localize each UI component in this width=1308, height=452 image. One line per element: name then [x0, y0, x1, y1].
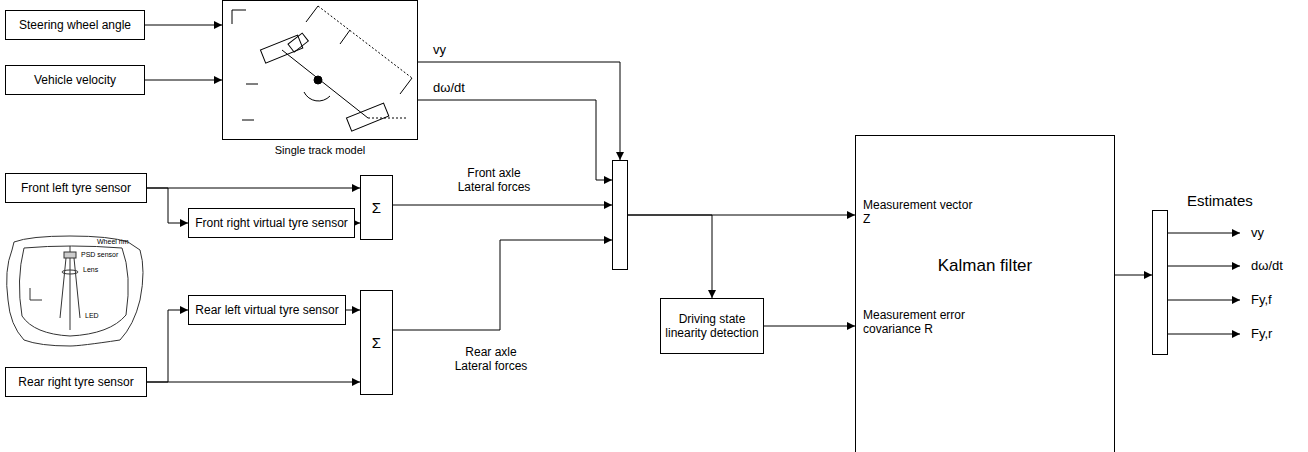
sum-block: Σ — [360, 290, 393, 395]
estimate-arrows — [1168, 233, 1240, 334]
virtual-sensor-box: Front right virtual tyre sensor — [188, 208, 355, 238]
part-name: Wheel rim — [96, 238, 130, 246]
edge-label: dω/dt — [432, 80, 466, 96]
signal-arrow — [764, 326, 855, 327]
node-text: Steering wheel angle — [19, 18, 131, 32]
signal-arrow — [628, 215, 712, 298]
part-name: PSD sensor — [80, 251, 119, 259]
signal-arrow — [346, 310, 360, 311]
detection-box: Driving state linearity detection — [660, 298, 764, 354]
signal-arrow — [145, 25, 222, 26]
signal-arrow — [147, 188, 360, 189]
signal-arrow — [147, 382, 360, 383]
model-box: Single track model — [222, 0, 418, 140]
node-text: Front left tyre sensor — [21, 181, 131, 195]
mux-bar — [612, 160, 628, 270]
sensor-box: Front left tyre sensor — [5, 173, 147, 203]
signal-arrow — [147, 310, 188, 382]
node-text: Vehicle velocity — [34, 73, 116, 87]
node-text: Front right virtual tyre sensor — [195, 216, 348, 230]
edge-label: Front axle Lateral forces — [448, 166, 540, 195]
node-text: Σ — [372, 334, 381, 352]
node-text: Driving state linearity detection — [665, 312, 759, 341]
signal-arrow — [1115, 275, 1152, 276]
signal-arrow — [147, 188, 188, 223]
node-text: Rear left virtual tyre sensor — [195, 303, 338, 317]
signal-name: Estimates — [1186, 192, 1254, 210]
edge-label: Rear axle Lateral forces — [445, 345, 537, 374]
signal-arrow — [393, 205, 612, 206]
part-name: LED — [84, 312, 100, 320]
single-track-sketch — [232, 6, 412, 131]
signal-arrow — [145, 80, 222, 81]
tyre-sensor-sketch — [7, 236, 143, 346]
signal-name: vy — [1250, 225, 1265, 241]
input-box: Steering wheel angle — [5, 10, 145, 40]
signal-name: Fy,r — [1250, 326, 1273, 342]
mux-bar — [1152, 210, 1168, 355]
node-text: Single track model — [223, 144, 417, 157]
sum-block: Σ — [360, 175, 393, 240]
node-text: Measurement vector Z — [863, 198, 983, 227]
signal-arrow — [418, 62, 620, 160]
node-text: Σ — [372, 199, 381, 217]
kalman-box: Measurement vector Z Kalman filterMeasure… — [855, 135, 1115, 452]
node-text: Kalman filter — [856, 256, 1114, 276]
input-box: Vehicle velocity — [5, 65, 145, 95]
signal-arrow — [393, 240, 612, 330]
virtual-sensor-box: Rear left virtual tyre sensor — [188, 295, 346, 325]
signal-name: Fy,f — [1250, 292, 1273, 308]
signal-name: dω/dt — [1250, 258, 1284, 274]
sensor-box: Rear right tyre sensor — [5, 367, 147, 397]
node-text: Rear right tyre sensor — [18, 375, 133, 389]
node-text: Measurement error covariance R — [863, 308, 1003, 337]
part-name: Lens — [82, 266, 99, 274]
edge-label: vy — [432, 42, 447, 58]
